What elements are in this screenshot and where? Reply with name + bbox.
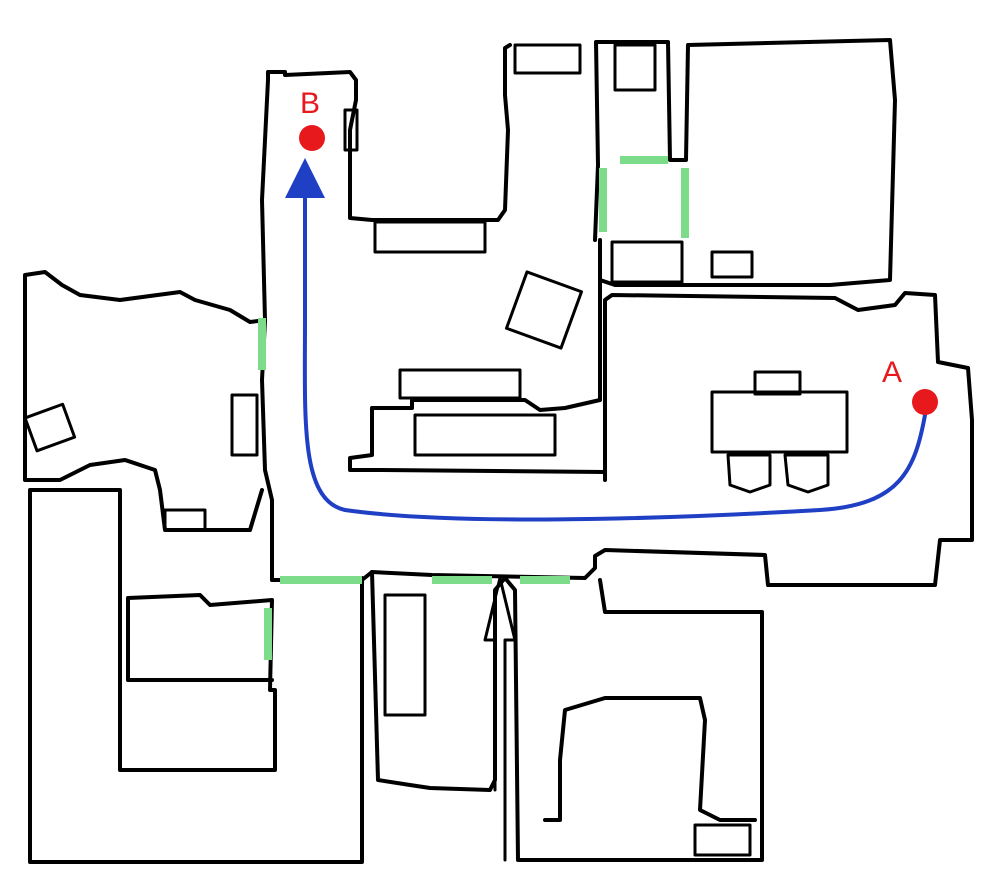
desk-left <box>230 393 259 457</box>
route-path <box>285 158 927 522</box>
stove <box>710 250 754 279</box>
toilet-top <box>513 43 582 75</box>
box-bottom-right <box>693 823 752 857</box>
bottom-left-room-walls <box>28 488 364 864</box>
marker-a-label: A <box>882 356 902 389</box>
counter <box>413 413 557 457</box>
sink-cabinet <box>610 240 684 284</box>
dining-chair-top <box>753 370 802 396</box>
armchair-right <box>783 453 830 494</box>
round-chair <box>504 270 584 350</box>
bed-left <box>23 402 77 453</box>
bathtub <box>373 220 487 254</box>
corridor-bottom-wall <box>270 291 974 587</box>
upper-left-room-walls <box>23 270 267 532</box>
armchair-left <box>726 453 772 494</box>
toilet-upper-right <box>613 43 657 92</box>
upper-right-rooms-walls <box>593 38 897 287</box>
doorways <box>258 156 689 660</box>
marker-a: A <box>882 356 938 415</box>
marker-b-label: B <box>300 87 320 120</box>
wardrobe <box>343 108 359 152</box>
marker-b: B <box>299 87 325 151</box>
sofa <box>398 368 522 400</box>
inner-room-walls <box>543 696 757 822</box>
double-arrow-post <box>483 576 517 862</box>
room-b-walls <box>266 43 512 222</box>
cabinet-left <box>163 508 207 532</box>
corridor-west-wall <box>260 78 274 582</box>
dining-table <box>710 390 849 454</box>
furniture <box>23 43 849 862</box>
shelf-unit <box>383 593 427 717</box>
marker-b-dot <box>299 125 325 151</box>
marker-a-dot <box>912 389 938 415</box>
central-block-walls <box>348 238 607 474</box>
